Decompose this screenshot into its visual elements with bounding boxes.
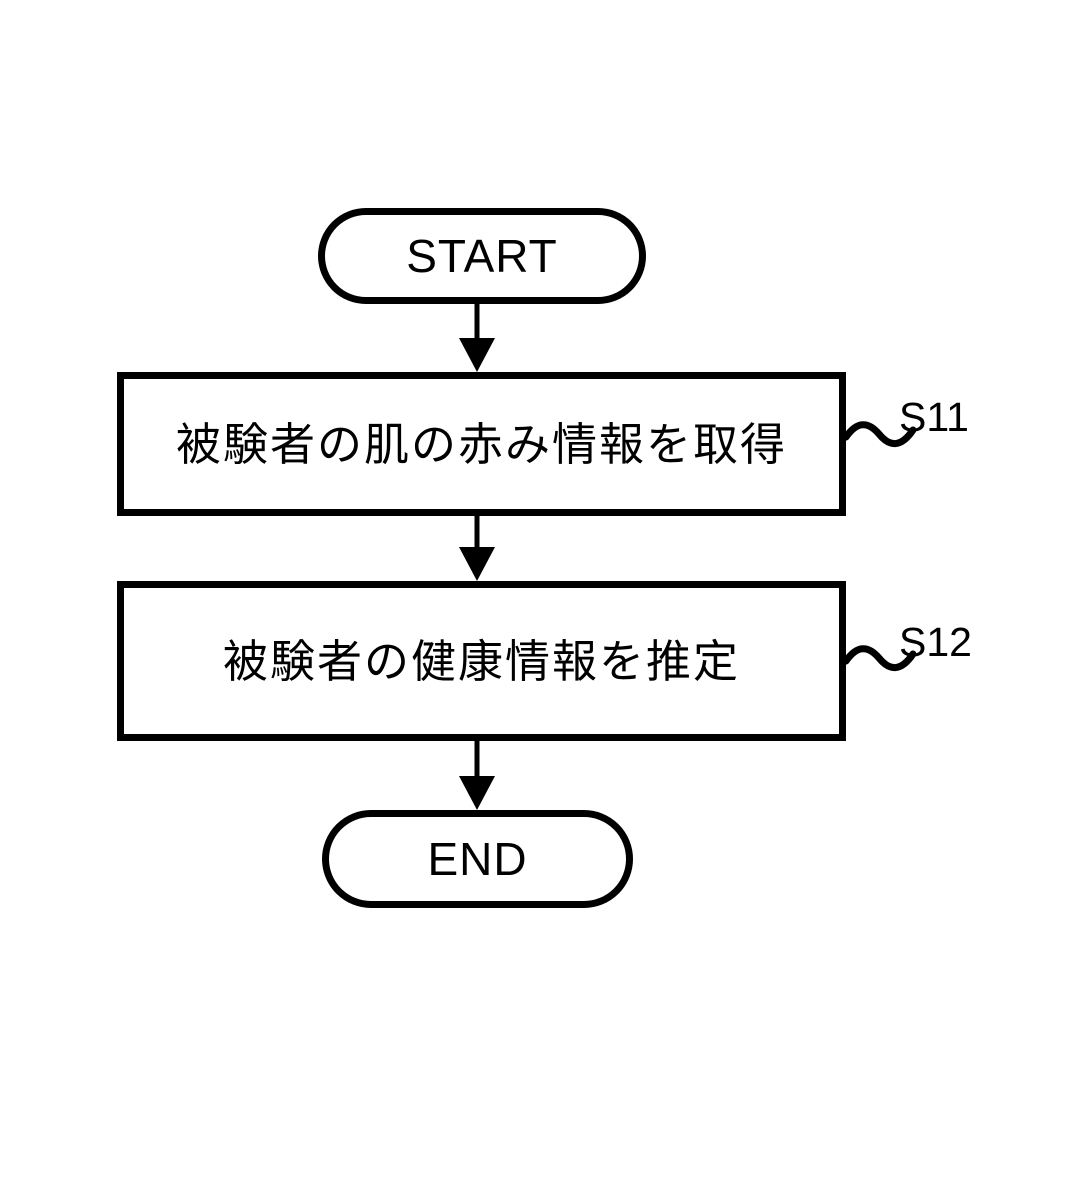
- node-step12-label: 被験者の健康情報を推定: [222, 635, 740, 687]
- node-step11-shape[interactable]: [117, 372, 846, 516]
- node-start-label: START: [406, 230, 558, 282]
- step-leader-s11-squiggle: [842, 421, 917, 447]
- node-start-shape[interactable]: [318, 208, 646, 304]
- connector-step11-to-step12-arrowhead: [459, 547, 495, 581]
- connector-step12-to-end-arrowhead: [459, 776, 495, 810]
- node-end-label: END: [427, 833, 528, 885]
- node-step12-shape[interactable]: [117, 581, 846, 741]
- step-leader-s12-squiggle: [842, 645, 917, 671]
- node-end-shape[interactable]: [322, 810, 633, 908]
- step-label-s12: S12: [899, 619, 972, 665]
- step-label-s11: S11: [899, 394, 969, 440]
- connector-start-to-step11-arrowhead: [459, 338, 495, 372]
- node-step11-label: 被験者の肌の赤み情報を取得: [175, 418, 787, 470]
